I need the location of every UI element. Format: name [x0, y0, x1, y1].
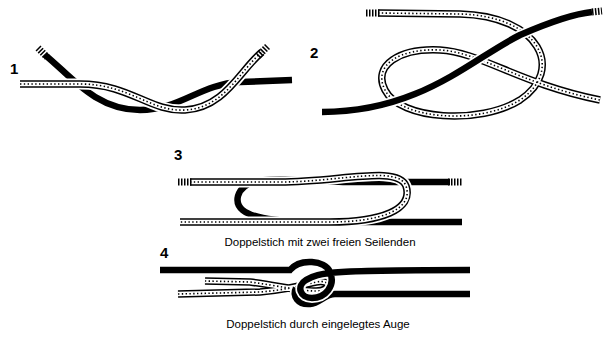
rope-dots [180, 176, 407, 222]
dotted-rope [180, 176, 407, 222]
rope-gap [160, 262, 470, 298]
black-rope [322, 12, 592, 112]
dotted-rope [20, 52, 262, 110]
rope-end [592, 11, 602, 12]
rope-end [366, 10, 380, 17]
rope-end [258, 46, 268, 56]
figure-number: 4 [160, 244, 168, 261]
rope-gap [20, 52, 262, 110]
rope-body [322, 12, 592, 112]
rope-core [180, 176, 407, 222]
rope-gap [180, 176, 407, 222]
figure-caption: Doppelstich durch eingelegtes Auge [224, 318, 412, 330]
rope-end [448, 179, 462, 186]
rope-core [20, 52, 262, 110]
rope-outline [20, 52, 262, 110]
rope-body [160, 262, 470, 298]
rope-outline [180, 176, 407, 222]
rope-end [38, 48, 47, 57]
rope-gap [322, 12, 592, 112]
figure-number: 1 [10, 60, 18, 77]
ropes [20, 11, 602, 304]
rope-end [178, 179, 192, 186]
black-rope [160, 262, 470, 298]
figure-number: 2 [310, 44, 318, 61]
rope-dots [20, 52, 262, 110]
figure-number: 3 [174, 146, 182, 163]
figure-caption: Doppelstich mit zwei freien Seilenden [222, 236, 417, 248]
